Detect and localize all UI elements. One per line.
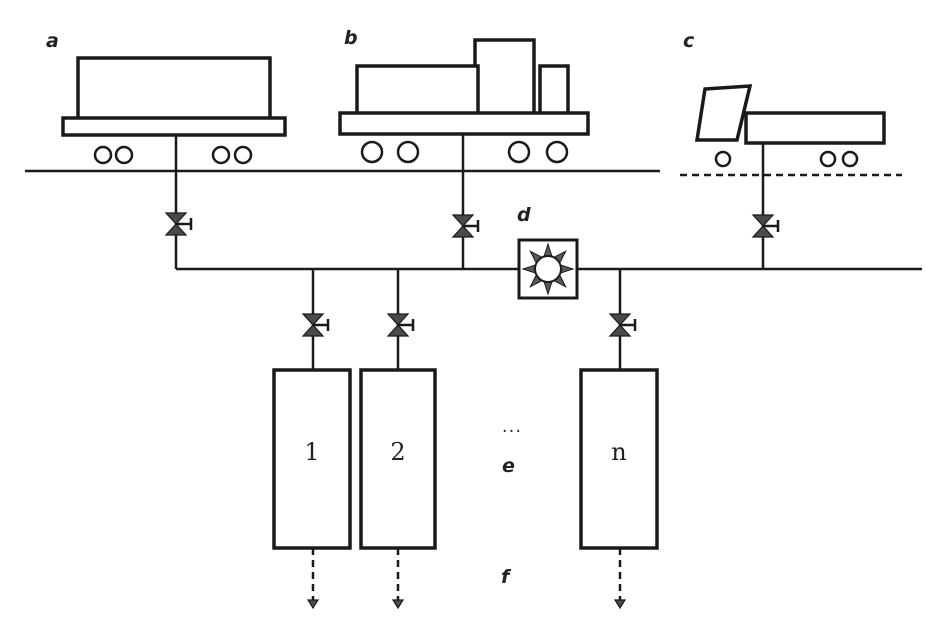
label-b: b <box>344 27 358 49</box>
label-c: c <box>683 30 695 52</box>
label-f: f <box>501 566 512 588</box>
outlet-arrow-icon <box>306 599 320 610</box>
pump-d <box>517 238 579 300</box>
valve-icon <box>451 214 480 238</box>
tank-2: 2 <box>359 368 437 550</box>
tank-1-label: 1 <box>304 438 319 466</box>
valve-icon <box>751 214 780 238</box>
tank-2-label: 2 <box>390 438 405 466</box>
label-a: a <box>46 30 59 52</box>
label-d: d <box>517 204 531 226</box>
valve-icon <box>386 313 415 337</box>
valve-icon <box>608 313 637 337</box>
railcar-b <box>338 38 590 164</box>
label-e: e <box>502 455 515 477</box>
tank-gap-ellipsis: ... <box>502 416 522 437</box>
tank-n-label: n <box>611 438 626 466</box>
railcar-a <box>61 56 287 165</box>
tank-n: n <box>579 368 659 550</box>
tank-1: 1 <box>272 368 352 550</box>
truck-c <box>694 84 886 168</box>
valve-icon <box>301 313 330 337</box>
outlet-arrow-icon <box>613 599 627 610</box>
outlet-arrow-icon <box>391 599 405 610</box>
valve-icon <box>164 212 193 236</box>
